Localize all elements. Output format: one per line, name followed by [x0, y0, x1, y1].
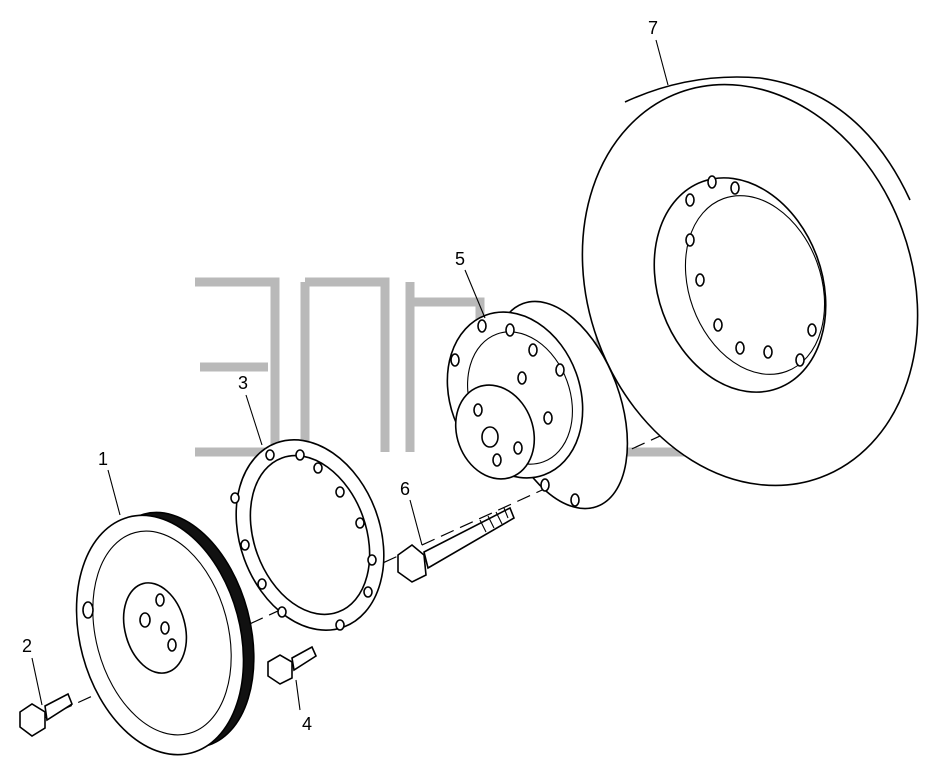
callout-1: 1 — [98, 449, 108, 469]
part-5-hub-adapter — [446, 300, 629, 510]
center-axis-line — [39, 364, 816, 721]
leader-lines — [31, 39, 669, 711]
callout-5: 5 — [455, 249, 465, 269]
part-1-pulley — [75, 511, 255, 756]
callout-2: 2 — [22, 636, 32, 656]
part-2-bolt — [19, 692, 73, 737]
callout-6: 6 — [400, 479, 410, 499]
part-3-spacer-ring — [230, 439, 385, 631]
part-6-long-bolt — [397, 506, 515, 583]
part-7-damper-ring — [581, 76, 919, 487]
callout-7: 7 — [648, 18, 658, 38]
callout-3: 3 — [238, 373, 248, 393]
callout-4: 4 — [302, 714, 312, 734]
part-4-short-bolt — [267, 645, 318, 685]
